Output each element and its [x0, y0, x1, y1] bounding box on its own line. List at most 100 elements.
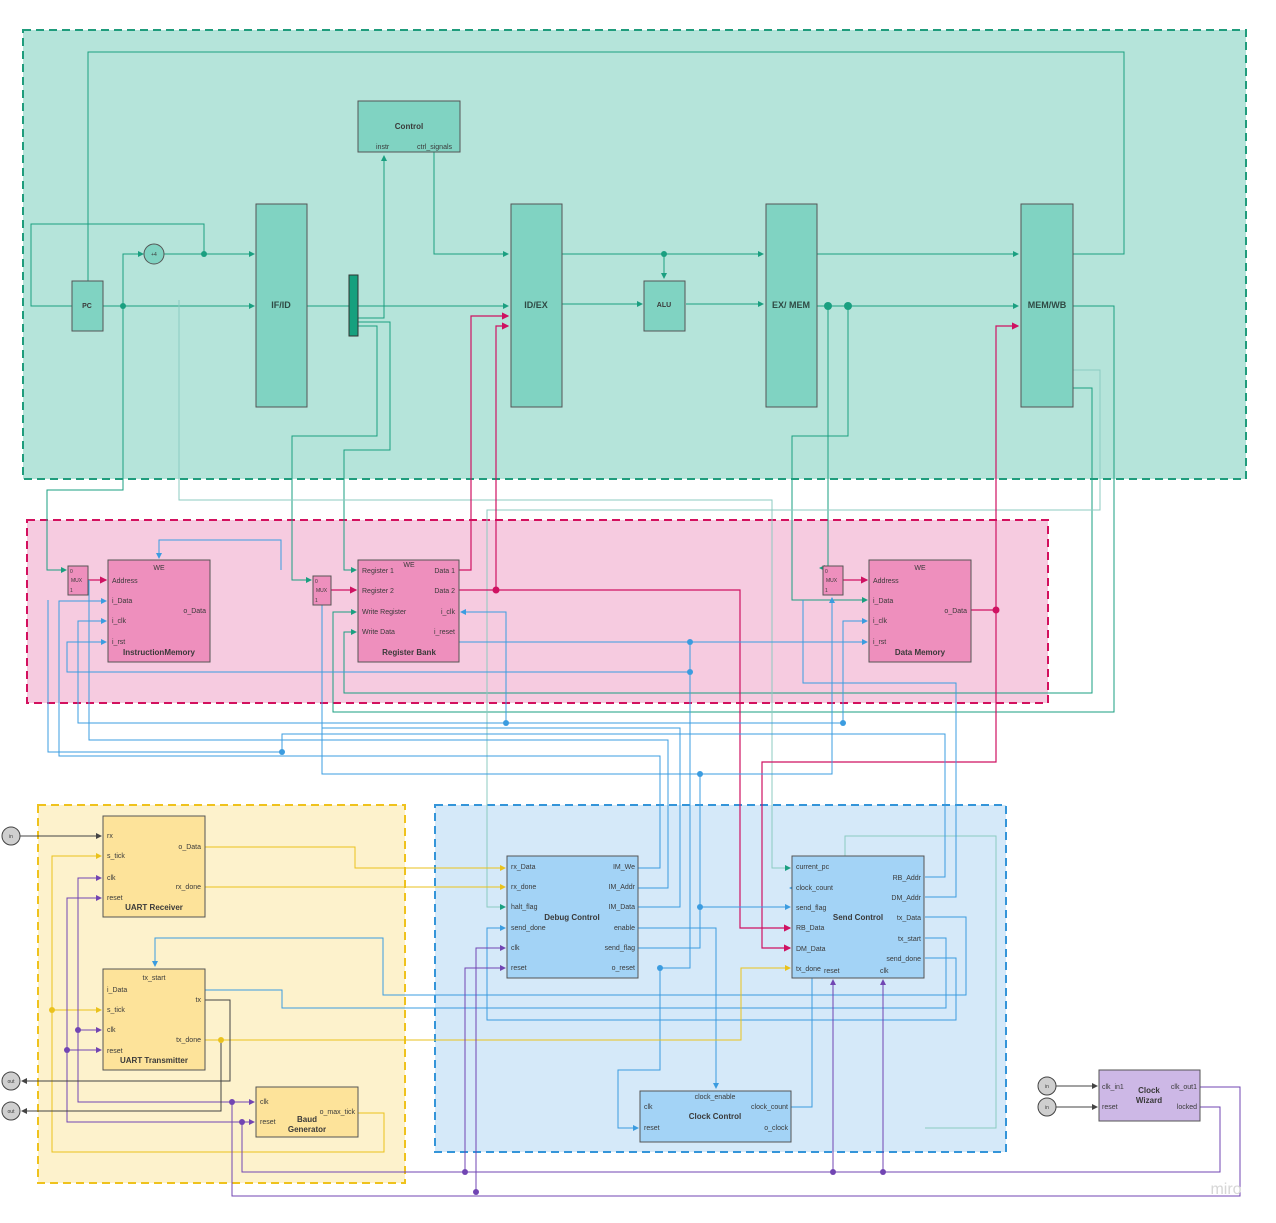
dc-reset-port: reset [511, 965, 527, 972]
reg-bank-mux: 0 MUX 1 [312, 575, 332, 606]
uart-receiver-block: rx s_tick clk reset o_Data rx_done UART … [102, 815, 206, 918]
mux-0: 0 [825, 569, 828, 575]
im-idata-port: i_Data [112, 598, 132, 605]
baud-clk-port: clk [260, 1099, 269, 1106]
cc-title: Clock Control [689, 1112, 741, 1121]
tx-clk-port: clk [107, 1027, 116, 1034]
rx-done-port: rx_done [176, 884, 201, 891]
sc-clockcount-port: clock_count [796, 885, 833, 892]
memwb-label: MEM/WB [1028, 300, 1067, 310]
mux-0: 0 [70, 569, 73, 575]
rx-port: rx [107, 833, 113, 840]
pink-wires [88, 312, 1020, 952]
dm-idata-port: i_Data [873, 598, 893, 605]
in-label: in [1045, 1105, 1049, 1111]
memwb-register: MEM/WB [1020, 203, 1074, 408]
mux-label: MUX [826, 578, 838, 584]
sc-txstart-port: tx_start [898, 936, 921, 943]
dm-we-port: WE [914, 565, 926, 572]
mux-1: 1 [70, 588, 73, 594]
rb-wd-port: Write Data [362, 629, 395, 636]
cw-title-2: Wizard [1136, 1096, 1162, 1105]
ifid-register: IF/ID [255, 203, 308, 408]
dc-imwe-port: IM_We [613, 864, 635, 871]
idex-register: ID/EX [510, 203, 563, 408]
clock-wizard-in-2: in [1037, 1097, 1057, 1117]
in-label: in [1045, 1084, 1049, 1090]
alu-label: ALU [657, 302, 671, 309]
rb-d1-port: Data 1 [434, 568, 455, 575]
baud-title-2: Generator [288, 1125, 326, 1134]
tx-reset-port: reset [107, 1048, 123, 1055]
io-terminal-out-1: out [1, 1071, 21, 1091]
im-address-port: Address [112, 578, 138, 585]
sc-pc-port: current_pc [796, 864, 830, 871]
control-title: Control [395, 122, 423, 131]
pc-block: PC [71, 280, 104, 332]
send-control-block: current_pc clock_count send_flag RB_Data… [791, 855, 925, 979]
io-terminal-out-2: out [1, 1101, 21, 1121]
miro-watermark: miro [1210, 1181, 1241, 1198]
sc-title: Send Control [833, 913, 883, 922]
cc-count-port: clock_count [751, 1104, 788, 1111]
baud-title-1: Baud [297, 1115, 317, 1124]
instruction-memory-block: WE Address i_Data i_clk i_rst o_Data Ins… [107, 559, 211, 663]
ifid-label: IF/ID [271, 300, 291, 310]
baud-tick-port: o_max_tick [320, 1109, 356, 1116]
im-title: InstructionMemory [123, 648, 196, 657]
dc-halt-port: halt_flag [511, 904, 538, 911]
dc-rxdone-port: rx_done [511, 884, 536, 891]
dm-iclk-port: i_clk [873, 618, 888, 625]
tx-stick-port: s_tick [107, 1007, 125, 1014]
sc-sendflag-port: send_flag [796, 905, 826, 912]
pc-label: PC [82, 303, 92, 310]
im-we-port: WE [153, 565, 165, 572]
cc-reset-port: reset [644, 1125, 660, 1132]
rx-reset-port: reset [107, 895, 123, 902]
junction-dots [49, 251, 1000, 1195]
rx-odata-port: o_Data [178, 844, 201, 851]
dc-imdata-port: IM_Data [609, 904, 636, 911]
mux-label: MUX [71, 578, 83, 584]
rb-we-port: WE [403, 562, 415, 569]
sc-senddone-port: send_done [886, 956, 921, 963]
sc-dmaddr-port: DM_Addr [891, 895, 921, 902]
sc-dmdata-port: DM_Data [796, 946, 826, 953]
debug-control-block: rx_Data rx_done halt_flag send_done clk … [506, 855, 639, 979]
control-block: Control instr ctrl_signals [357, 100, 461, 153]
dc-enable-port: enable [614, 925, 635, 932]
baud-generator-block: clk reset o_max_tick Baud Generator [255, 1086, 359, 1138]
green-wires [30, 51, 1125, 713]
rx-stick-port: s_tick [107, 853, 125, 860]
control-instr-port: instr [376, 144, 390, 151]
im-iclk-port: i_clk [112, 618, 127, 625]
rb-wr-port: Write Register [362, 609, 407, 616]
cc-enable-port: clock_enable [695, 1094, 736, 1101]
in-label: in [9, 834, 13, 840]
rb-iclk-port: i_clk [441, 609, 456, 616]
rb-d2-port: Data 2 [434, 588, 455, 595]
cw-locked-port: locked [1177, 1104, 1197, 1111]
uart-transmitter-block: tx_start i_Data s_tick clk reset tx tx_d… [102, 968, 206, 1071]
cw-clkout-port: clk_out1 [1171, 1084, 1197, 1091]
register-bank-block: WE Register 1 Register 2 Write Register … [357, 559, 460, 663]
alu-block: ALU [643, 280, 686, 332]
dc-title: Debug Control [544, 913, 600, 922]
dc-imaddr-port: IM_Addr [609, 884, 636, 891]
sc-rbdata-port: RB_Data [796, 925, 825, 932]
dc-senddone-port: send_done [511, 925, 546, 932]
out-label: out [8, 1109, 16, 1115]
rx-title: UART Receiver [125, 903, 183, 912]
adder-block: +4 [143, 243, 165, 265]
sc-reset-port: reset [824, 968, 840, 975]
tx-port: tx [196, 997, 202, 1004]
rb-ireset-port: i_reset [434, 629, 455, 636]
mux-1: 1 [315, 598, 318, 604]
rb-r1-port: Register 1 [362, 568, 394, 575]
sc-rbaddr-port: RB_Addr [893, 875, 922, 882]
instr-mem-mux: 0 MUX 1 [67, 565, 89, 596]
clock-control-block: clock_enable clk reset clock_count o_clo… [639, 1090, 792, 1143]
exmem-register: EX/ MEM [765, 203, 818, 408]
rx-clk-port: clk [107, 875, 116, 882]
dm-odata-port: o_Data [944, 608, 967, 615]
